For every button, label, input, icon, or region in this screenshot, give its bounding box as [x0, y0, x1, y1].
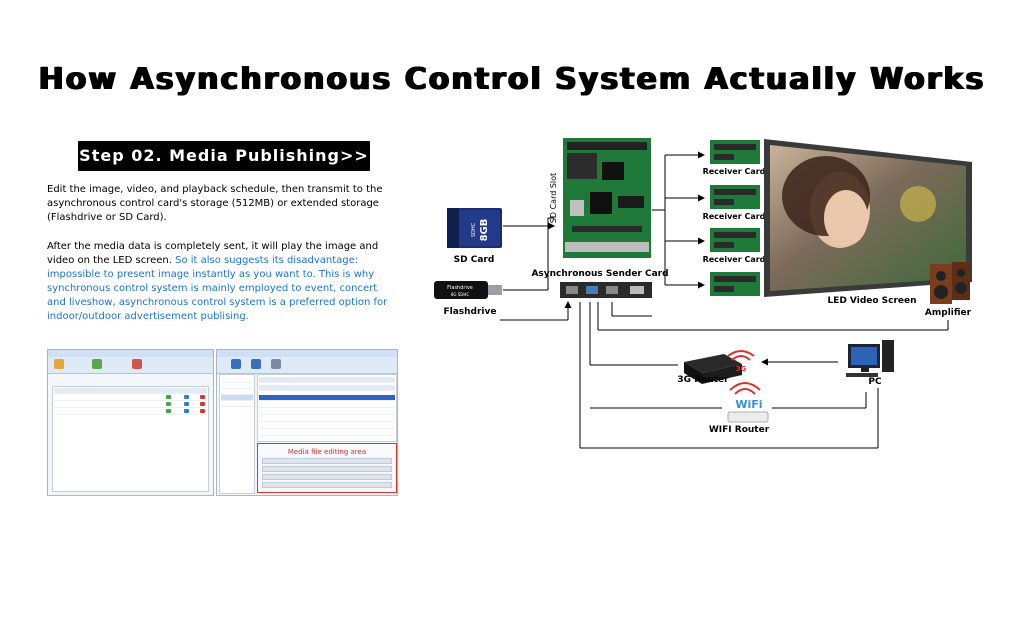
delete-icon: [200, 402, 205, 406]
sd-card-slot-label: SD Card Slot: [549, 173, 558, 223]
media-list-panel: [257, 374, 397, 442]
program-tree-panel: [219, 374, 255, 494]
sender-card-label: Asynchronous Sender Card: [531, 269, 668, 279]
led-screen-image: [764, 139, 972, 297]
tree-item: [221, 383, 253, 389]
delete-icon: [200, 409, 205, 413]
edit-icon: [166, 402, 171, 406]
tree-item: [221, 377, 253, 383]
paragraph-plain-text: After the media data is completely sent,…: [47, 241, 379, 266]
media-file-editing-area: Media file editing area: [257, 443, 397, 493]
sd-card-type: SDHC: [471, 222, 477, 237]
receiver-card-icon: [710, 272, 760, 296]
wifi-logo-text: WiFi: [735, 398, 762, 411]
flashdrive-label: Flashdrive: [443, 307, 496, 317]
export-icon: [184, 402, 189, 406]
sender-box-icon: [560, 282, 652, 298]
receiver-card-icon: [710, 185, 760, 209]
ribbon-toolbar: [48, 357, 213, 374]
sd-card-label: SD Card: [454, 255, 495, 265]
delete-icon: [200, 395, 205, 399]
software-screenshot-list: [47, 349, 214, 496]
led-screen-label: LED Video Screen: [827, 296, 916, 306]
form-field: [262, 482, 392, 488]
router-3g-label: 3G Router: [677, 375, 729, 385]
edit-icon: [166, 409, 171, 413]
table-row: [54, 409, 207, 415]
window-titlebar: [217, 350, 397, 357]
toolbar-row: [259, 385, 395, 391]
software-screenshot-editor: Media file editing area: [216, 349, 398, 496]
step-banner: Step 02. Media Publishing>>: [78, 141, 370, 171]
tree-item: [221, 401, 253, 407]
receiver-card-label: Receiver Card: [703, 167, 766, 176]
ribbon-toolbar: [217, 357, 397, 374]
toolbar-button-icon: [92, 359, 102, 369]
receiver-card-icon: [710, 140, 760, 164]
list-item: [259, 416, 395, 422]
form-field: [262, 458, 392, 464]
table-header: [54, 388, 207, 394]
tree-item: [221, 389, 253, 395]
toolbar-row: [259, 377, 395, 383]
amplifier-icon: [930, 262, 970, 304]
wifi-router-icon: WiFi: [727, 382, 769, 423]
pc-icon: [846, 340, 894, 377]
form-field: [262, 474, 392, 480]
pc-label: PC: [868, 377, 882, 387]
window-titlebar: [48, 350, 213, 357]
page-title: How Asynchronous Control System Actually…: [38, 62, 986, 97]
toolbar-button-icon: [251, 359, 261, 369]
edit-icon: [166, 395, 171, 399]
list-item: [259, 402, 395, 408]
flashdrive-capacity: 8G SDHC: [451, 292, 470, 297]
connection-lines: [500, 151, 949, 449]
receiver-card-label: Receiver Card: [703, 255, 766, 264]
list-item: [259, 409, 395, 415]
router-3g-icon: [684, 354, 742, 384]
media-editing-label: Media file editing area: [287, 448, 367, 456]
table-row: [54, 395, 207, 401]
description-paragraph-2: After the media data is completely sent,…: [47, 240, 399, 324]
display-list-table: [52, 386, 209, 492]
toolbar-button-icon: [54, 359, 64, 369]
toolbar-button-icon: [231, 359, 241, 369]
receiver-card-label: Receiver Card: [703, 212, 766, 221]
table-row: [54, 402, 207, 408]
list-item: [259, 395, 395, 401]
amplifier-label: Amplifier: [925, 308, 972, 318]
form-field: [262, 466, 392, 472]
toolbar-button-icon: [132, 359, 142, 369]
flashdrive-brand: Flashdrive: [447, 285, 473, 291]
sd-card-capacity: 8GB: [479, 219, 490, 242]
export-icon: [184, 409, 189, 413]
tree-item: [221, 395, 253, 401]
wifi-router-label: WIFI Router: [709, 425, 770, 435]
sender-card-icon: [563, 138, 651, 258]
list-item: [259, 430, 395, 436]
sd-card-icon: 8GB SDHC: [447, 208, 502, 248]
paragraph-highlight-text: So it also suggests its disadvantage: im…: [47, 255, 388, 322]
signal-3g-icon: 3G: [727, 350, 755, 373]
toolbar-button-icon: [271, 359, 281, 369]
export-icon: [184, 395, 189, 399]
flashdrive-icon: Flashdrive 8G SDHC: [434, 281, 502, 299]
list-item: [259, 423, 395, 429]
receiver-card-icon: [710, 228, 760, 252]
description-paragraph-1: Edit the image, video, and playback sche…: [47, 184, 383, 223]
signal-3g-text: 3G: [736, 365, 747, 373]
